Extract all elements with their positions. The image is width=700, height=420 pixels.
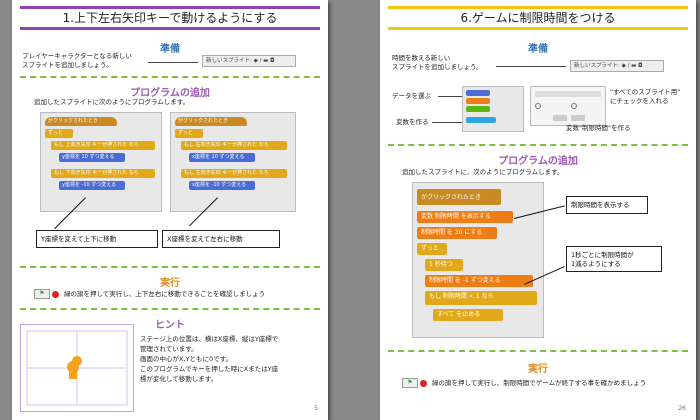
program-heading: プログラムの追加 — [130, 88, 210, 99]
forever-block: ずっと — [417, 243, 447, 255]
if-key-up-block: もし 上向き矢印 キーが押された なら — [51, 141, 155, 150]
callout-decrement: 1秒ごとに制限時間が 1減るようにする — [566, 246, 662, 272]
program-text: 追加したスプライトに次のようにプログラムします。 — [34, 98, 190, 106]
all-sprites-radio[interactable] — [535, 103, 541, 109]
change-x-plus-block: x座標を 10 ずつ変える — [189, 153, 255, 162]
blocks-palette — [462, 86, 524, 132]
when-flag-clicked-block: がクリックされたとき — [175, 117, 247, 126]
divider — [20, 308, 320, 310]
divider — [388, 350, 688, 352]
stage-axes-diagram — [26, 330, 128, 406]
new-sprite-toolbar[interactable]: 新しいスプライト: ◆ / ▬ ◘ — [202, 55, 296, 67]
green-flag-icon: ⚑ — [402, 378, 418, 388]
this-sprite-radio[interactable] — [571, 103, 577, 109]
page-left: 1.上下左右矢印キーで動けるようにする 準備 プレイヤーキャラクターとなる新しい… — [12, 0, 328, 420]
green-flag-icon: ⚑ — [34, 289, 50, 299]
label-all-sprites: "すべてのスプライト用" にチェックを入れる — [610, 88, 681, 105]
make-variable-button[interactable] — [466, 117, 496, 123]
page-number: 5 — [314, 405, 318, 412]
leader-line — [432, 122, 462, 123]
prep-text: 時間を数える新しい スプライトを追加しましょう。 — [392, 54, 483, 71]
label-make-limit-var: 変数"制限時間"を作る — [566, 124, 631, 132]
forever-block: ずっと — [175, 129, 203, 138]
when-flag-clicked-block: がクリックされたとき — [417, 189, 501, 205]
callout-y-move: Y座標を変えて上下に移動 — [36, 230, 158, 248]
prep-heading: 準備 — [160, 44, 180, 55]
label-make-variable: 変数を作る — [396, 118, 429, 126]
prep-arrow — [496, 66, 566, 67]
stop-icon — [420, 380, 427, 387]
run-heading: 実行 — [528, 364, 548, 375]
show-variable-block: 変数 制限時間 を表示する — [417, 211, 513, 223]
divider — [20, 76, 320, 78]
change-variable-block: 制限時間 を -1 ずつ変える — [425, 275, 533, 287]
page-title: 1.上下左右矢印キーで動けるようにする — [20, 6, 320, 30]
run-text: 緑の旗を押して実行し、上下左右に移動できることを確認しましょう — [64, 290, 266, 298]
wait-block: 1 秒待つ — [425, 259, 463, 271]
script-panel-timer: がクリックされたとき 変数 制限時間 を表示する 制限時間 を 30 にする ず… — [412, 182, 544, 338]
stop-icon — [52, 291, 59, 298]
script-panel-updown: がクリックされたとき ずっと もし 上向き矢印 キーが押された なら y座標を … — [40, 112, 162, 212]
callout-x-move: X座標を変えて左右に移動 — [162, 230, 280, 248]
page-number: 26 — [678, 405, 686, 412]
change-y-plus-block: y座標を 10 ずつ変える — [59, 153, 125, 162]
cancel-button[interactable] — [571, 115, 585, 121]
label-choose-data: データを選ぶ — [392, 92, 431, 100]
run-heading: 実行 — [160, 278, 180, 289]
new-sprite-toolbar[interactable]: 新しいスプライト: ◆ / ▬ ◘ — [570, 60, 664, 72]
divider — [20, 266, 320, 268]
if-key-right-block: もし 右向き矢印 キーが押された なら — [181, 141, 287, 150]
if-key-left-block: もし 左向き矢印 キーが押された なら — [181, 169, 287, 178]
divider — [388, 144, 688, 146]
change-x-minus-block: x座標を -10 ずつ変える — [189, 181, 255, 190]
change-y-minus-block: y座標を -10 ずつ変える — [59, 181, 125, 190]
set-variable-block: 制限時間 を 30 にする — [417, 227, 497, 239]
page-right: 6.ゲームに制限時間をつける 準備 時間を数える新しい スプライトを追加しましょ… — [380, 0, 696, 420]
category-operators[interactable] — [466, 106, 490, 112]
program-heading: プログラムの追加 — [498, 156, 578, 167]
hint-text: ステージ上の位置は、横はX座標、縦はY座標で 管理されています。 画面の中心がX… — [140, 335, 279, 383]
script-panel-leftright: がクリックされたとき ずっと もし 右向き矢印 キーが押された なら x座標を … — [170, 112, 296, 212]
stage-preview — [20, 324, 134, 412]
ok-button[interactable] — [553, 115, 567, 121]
program-text: 追加したスプライトに、次のようにプログラムします。 — [402, 168, 564, 176]
category-motion[interactable] — [466, 90, 490, 96]
if-key-down-block: もし 下向き矢印 キーが押された なら — [51, 169, 155, 178]
forever-block: ずっと — [45, 129, 73, 138]
prep-text: プレイヤーキャラクターとなる新しい スプライトを追加しましょう。 — [22, 52, 132, 69]
category-data[interactable] — [466, 98, 490, 104]
prep-heading: 準備 — [528, 44, 548, 55]
run-text: 緑の旗を押して実行し、制限時間でゲームが終了する事を確かめましょう — [432, 379, 647, 387]
when-flag-clicked-block: がクリックされたとき — [45, 117, 117, 126]
if-block: もし 制限時間 < 1 なら — [425, 291, 537, 305]
hint-heading: ヒント — [155, 320, 185, 331]
variable-name-field[interactable] — [535, 91, 601, 97]
leader-line — [438, 96, 462, 97]
prep-arrow — [148, 62, 198, 63]
stop-all-block: すべて を止める — [433, 309, 503, 321]
callout-show-limit: 制限時間を表示する — [566, 196, 648, 214]
new-variable-dialog — [530, 86, 606, 126]
page-title: 6.ゲームに制限時間をつける — [388, 6, 688, 30]
